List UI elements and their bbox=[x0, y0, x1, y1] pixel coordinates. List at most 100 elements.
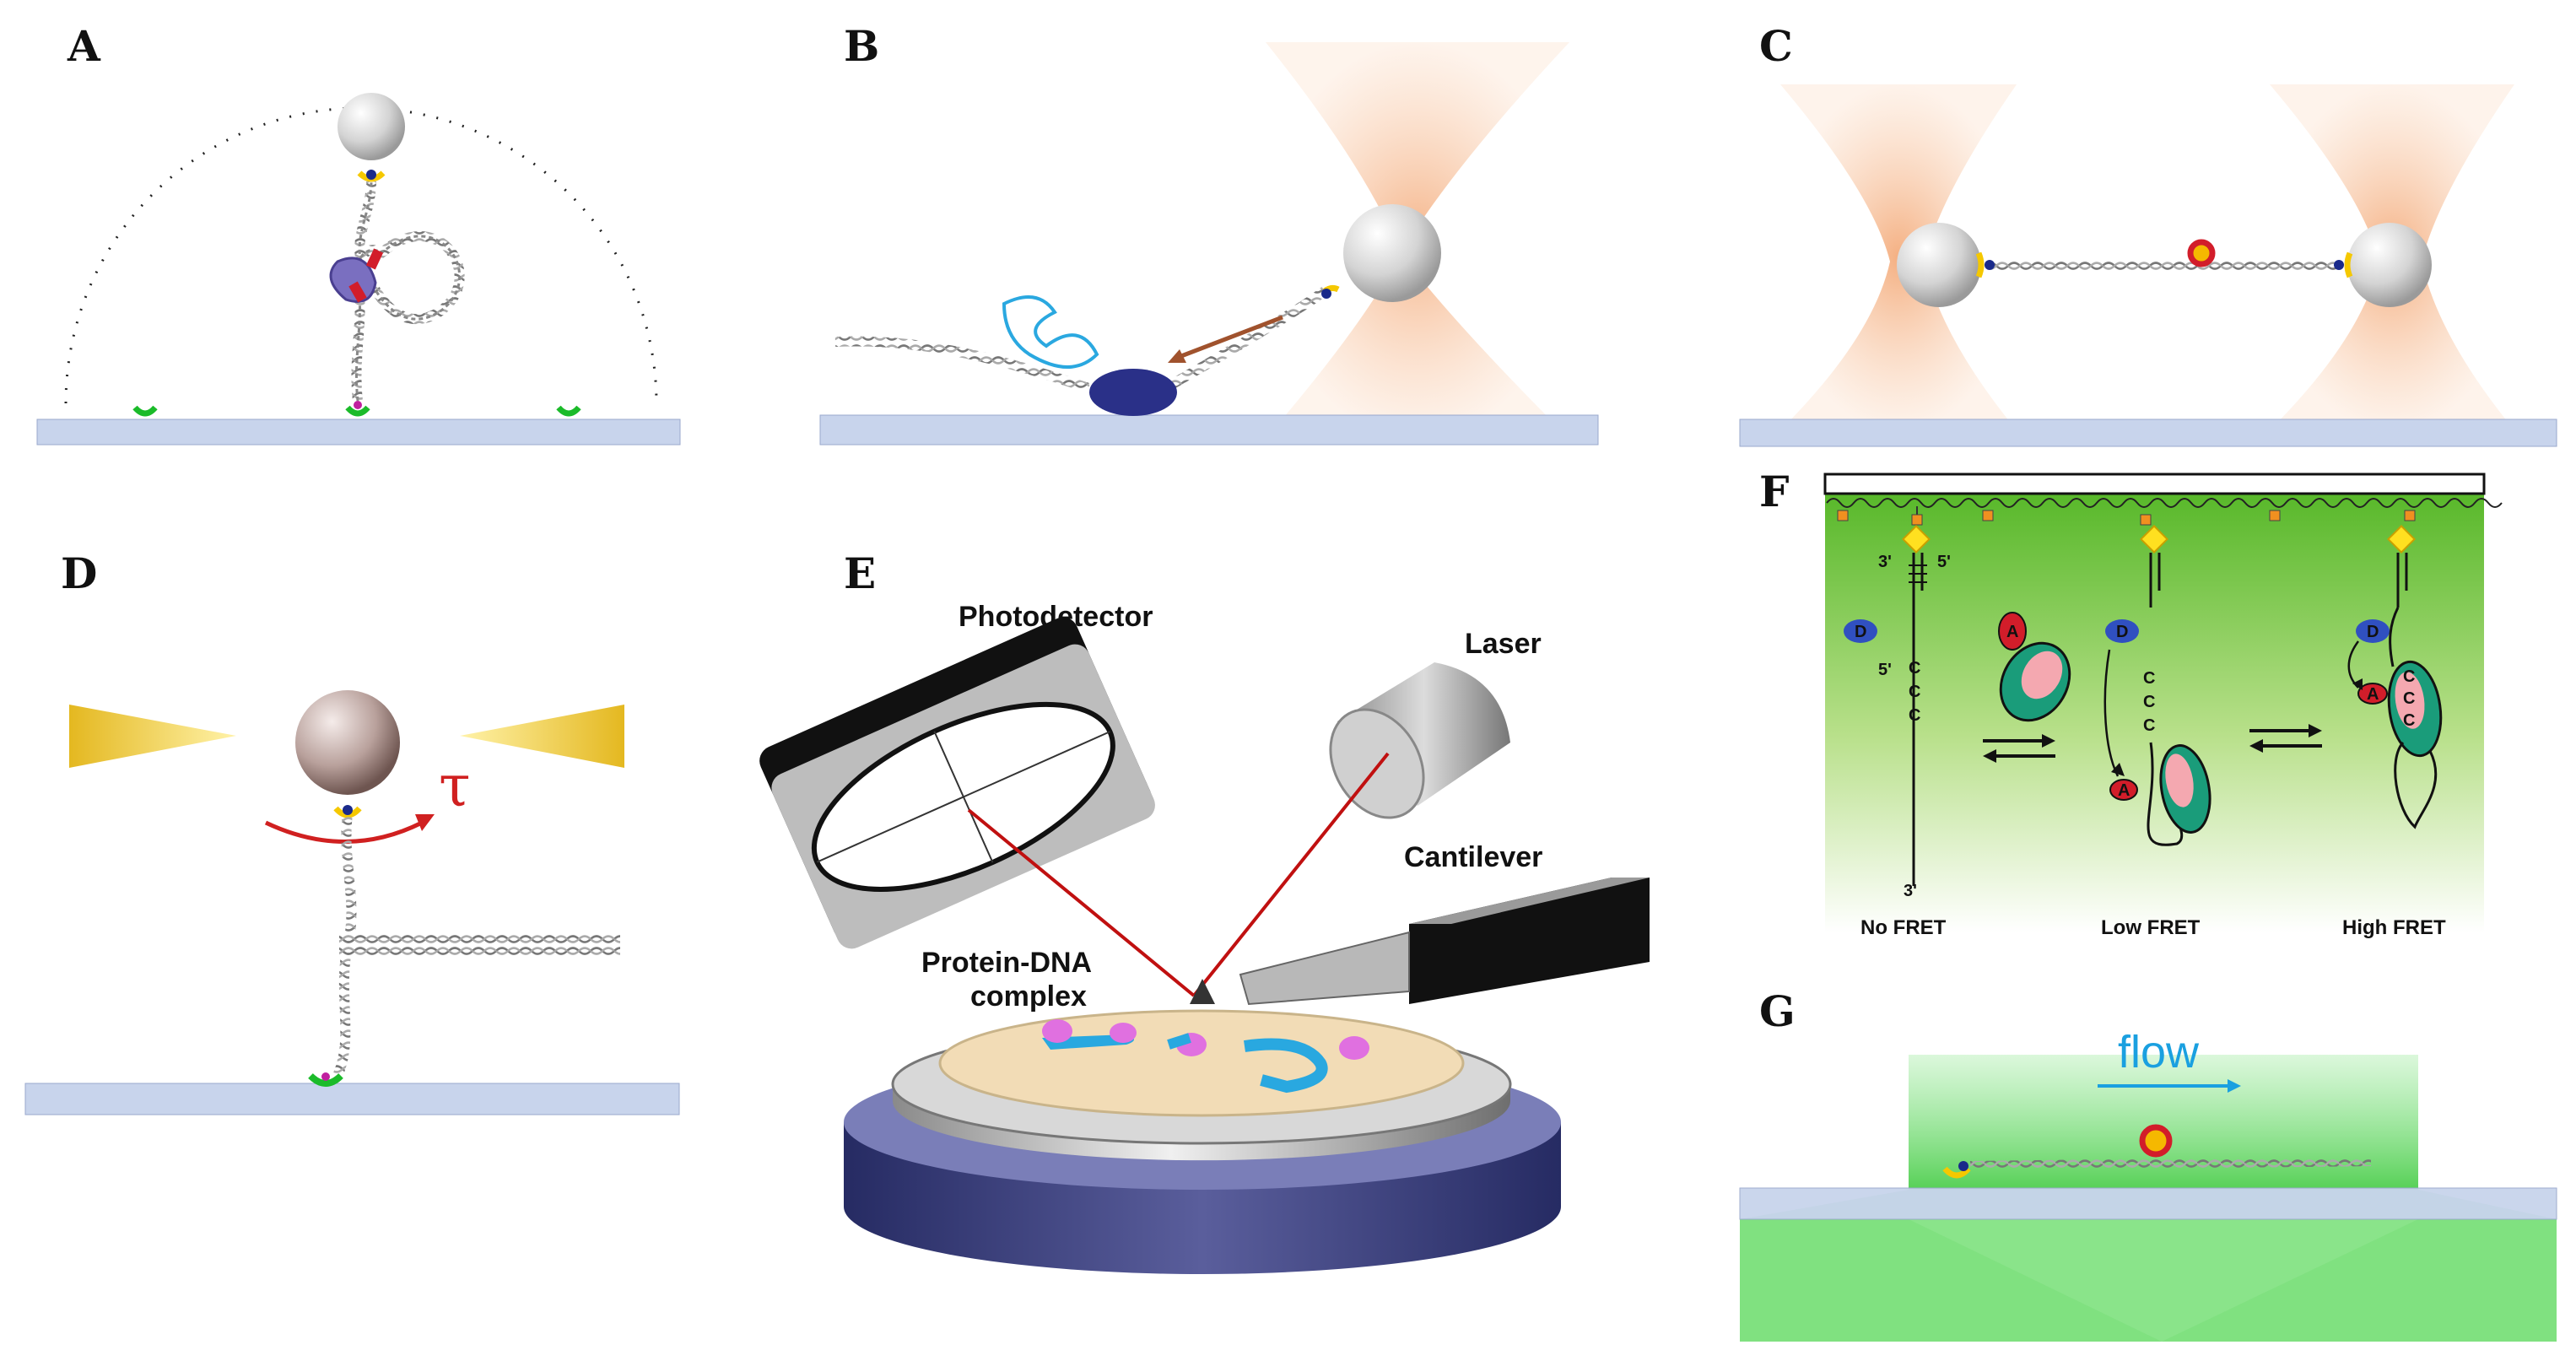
bound-protein bbox=[2187, 239, 2216, 267]
anchor-site bbox=[556, 405, 581, 417]
panel-a-letter: A bbox=[67, 21, 101, 71]
panel-f: F 3' 5' D 5' C C C 3' No FRET bbox=[1759, 467, 2503, 939]
five-prime-end: 5' bbox=[1937, 553, 1951, 571]
panel-g: G flow bbox=[1739, 986, 2557, 1342]
panel-b: B bbox=[819, 21, 1599, 446]
anchor-dot bbox=[321, 1072, 330, 1081]
linker-dot bbox=[343, 805, 353, 815]
equilibrium-arrows-2 bbox=[2249, 724, 2322, 753]
protein bbox=[1110, 1023, 1137, 1043]
protein-dna-complex bbox=[1167, 1033, 1191, 1050]
panel-e-letter: E bbox=[844, 548, 876, 598]
tir-beam-crossing bbox=[1740, 1219, 2162, 1342]
acceptor-label: A bbox=[2006, 623, 2018, 641]
no-fret-label: No FRET bbox=[1860, 916, 1947, 939]
laser-beam bbox=[1192, 752, 1390, 997]
cytosine: C bbox=[1909, 659, 1920, 678]
flow-arrowhead bbox=[2228, 1079, 2241, 1093]
cytosine: C bbox=[2143, 669, 2155, 688]
trap-beam-left bbox=[69, 705, 236, 768]
linker-dot bbox=[1321, 289, 1331, 299]
acceptor-label: A bbox=[2367, 685, 2379, 704]
panel-a: A bbox=[36, 21, 681, 446]
bead-left bbox=[1897, 223, 1981, 307]
three-prime-end: 3' bbox=[1904, 882, 1917, 900]
protein bbox=[1339, 1036, 1369, 1060]
surface bbox=[24, 1083, 680, 1115]
trapped-bead bbox=[1343, 204, 1441, 302]
donor-label: D bbox=[2116, 623, 2128, 641]
flow-label: flow bbox=[2118, 1027, 2200, 1077]
protein bbox=[329, 257, 377, 303]
dna-strand bbox=[834, 336, 1090, 393]
optical-trap-beam bbox=[1266, 42, 1569, 439]
magnetic-bead bbox=[338, 93, 405, 160]
photodetector bbox=[759, 617, 1155, 949]
anchor-site bbox=[345, 405, 370, 417]
molecule-high-fret: D C C C A High FRET bbox=[2269, 510, 2446, 939]
panel-e: E Photodetector Laser Cantilever Protein… bbox=[759, 548, 1650, 1274]
panel-d: D τ bbox=[24, 548, 680, 1115]
anchor-site bbox=[308, 1073, 343, 1087]
torque-symbol: τ bbox=[439, 753, 471, 820]
reflected-beam bbox=[967, 808, 1196, 997]
linker-dot bbox=[1958, 1161, 1968, 1171]
anchor-dot bbox=[354, 401, 362, 409]
dna-strand bbox=[354, 181, 462, 402]
protein-marker bbox=[365, 248, 384, 270]
cytosine: C bbox=[2143, 716, 2155, 735]
bound-protein bbox=[2139, 1124, 2173, 1158]
molecule-low-fret: D C C C A Low FRET bbox=[2101, 514, 2211, 939]
protein bbox=[1042, 1019, 1072, 1043]
sample-stage bbox=[844, 1009, 1561, 1274]
panel-b-letter: B bbox=[844, 21, 879, 71]
coverslip bbox=[1823, 473, 2486, 495]
surface bbox=[1739, 1187, 2557, 1220]
donor-dye bbox=[1844, 619, 1877, 643]
tir-beam-crossing bbox=[2162, 1219, 2557, 1342]
acceptor-label: A bbox=[2118, 781, 2130, 800]
direction-arrowhead bbox=[1168, 349, 1186, 363]
cytosine: C bbox=[2403, 667, 2415, 686]
panel-c-letter: C bbox=[1759, 21, 1793, 71]
cytosine: C bbox=[2403, 689, 2415, 708]
laser-label: Laser bbox=[1465, 628, 1542, 660]
donor-label: D bbox=[2367, 623, 2379, 641]
surface-linker bbox=[1942, 1166, 1971, 1179]
equilibrium-arrows-1 bbox=[1983, 734, 2055, 763]
nascent-strand bbox=[1002, 295, 1099, 369]
cytosine: C bbox=[1909, 706, 1920, 725]
donor-label: D bbox=[1855, 623, 1866, 641]
torque-arrowhead bbox=[415, 814, 435, 831]
protein-marker bbox=[348, 281, 367, 303]
cantilever-label: Cantilever bbox=[1404, 841, 1542, 873]
dna-strand bbox=[1169, 287, 1328, 389]
stretched-dna bbox=[1969, 1156, 2372, 1171]
trap-beam-right bbox=[460, 705, 624, 768]
five-prime-end: 5' bbox=[1878, 661, 1892, 679]
bead-linker bbox=[1975, 251, 1985, 278]
linker-dot bbox=[366, 170, 376, 180]
rotating-bead bbox=[295, 690, 400, 795]
tirf-field bbox=[1825, 494, 2484, 932]
surface bbox=[1739, 419, 2557, 447]
complex-label-line2: complex bbox=[970, 980, 1087, 1013]
surface bbox=[36, 419, 681, 446]
high-fret-label: High FRET bbox=[2342, 916, 2446, 939]
panel-g-letter: G bbox=[1759, 986, 1796, 1036]
complex-label-line1: Protein-DNA bbox=[921, 947, 1092, 979]
anchor-site bbox=[132, 405, 158, 417]
surface bbox=[819, 414, 1599, 446]
linker-dot bbox=[2334, 260, 2344, 270]
cytosine: C bbox=[2403, 711, 2415, 730]
motor-protein bbox=[1089, 369, 1177, 416]
cytosine: C bbox=[2143, 693, 2155, 711]
cantilever bbox=[1190, 878, 1650, 1006]
laser bbox=[1329, 662, 1510, 819]
linker-dot bbox=[1985, 260, 1995, 270]
bead-linker bbox=[2344, 251, 2353, 278]
cytosine: C bbox=[1909, 683, 1920, 701]
protein-dna-complex bbox=[1244, 1038, 1328, 1094]
bead-right bbox=[2347, 223, 2432, 307]
